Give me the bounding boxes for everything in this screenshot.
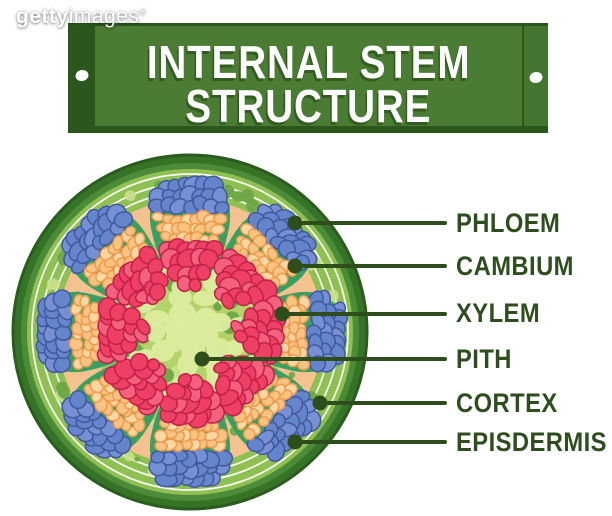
leader-xylem-dot: [274, 306, 290, 322]
watermark-images: images: [68, 5, 140, 28]
gettyimages-watermark: gettyimages®: [16, 5, 147, 29]
leader-episdermis-dot: [287, 434, 303, 450]
leader-pith-dot: [194, 351, 210, 367]
leader-cortex-dot: [312, 395, 328, 411]
label-phloem: PHLOEM: [456, 208, 561, 238]
banner-left-edge: [68, 26, 95, 126]
registered-trademark-icon: ®: [139, 7, 147, 17]
vascular-bundle: [230, 289, 349, 373]
label-cambium: CAMBIUM: [456, 251, 574, 281]
label-episdermis: EPISDERMIS: [456, 427, 607, 457]
label-xylem: XYLEM: [456, 298, 541, 328]
banner-right-edge: [522, 26, 548, 126]
vascular-bundle: [61, 203, 169, 308]
title-banner: INTERNAL STEM STRUCTURE: [68, 23, 548, 133]
banner-panel: INTERNAL STEM STRUCTURE: [95, 26, 522, 132]
vascular-bundle: [147, 175, 231, 293]
stem-layers: [11, 153, 369, 511]
banner-title-line2: STRUCTURE: [185, 80, 432, 132]
watermark-getty: getty: [16, 5, 69, 28]
label-cortex: CORTEX: [456, 388, 558, 418]
banner-title-line1: INTERNAL STEM: [146, 36, 471, 88]
vascular-bundle: [148, 372, 234, 488]
label-pith: PITH: [456, 344, 512, 374]
vascular-bundle: [213, 203, 318, 310]
leader-phloem-dot: [287, 215, 303, 231]
vascular-bundle: [61, 352, 168, 459]
leader-cambium-dot: [287, 258, 303, 274]
rivet-right-icon: [528, 70, 544, 85]
vascular-bundle: [35, 289, 151, 374]
rivet-left-icon: [73, 68, 90, 83]
vascular-bundle: [213, 354, 322, 463]
